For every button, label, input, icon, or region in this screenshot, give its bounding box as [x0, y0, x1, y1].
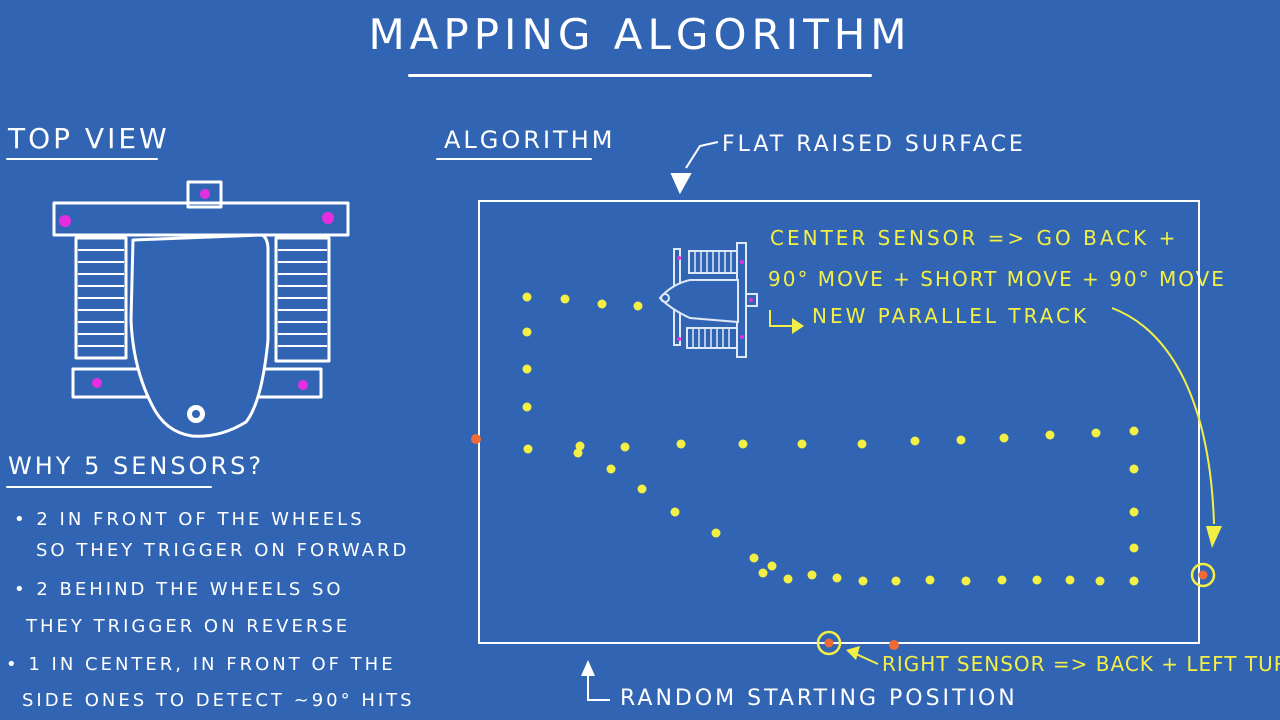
page-title: Mapping Algorithm — [368, 10, 912, 59]
robot-body — [129, 233, 270, 438]
robot-caster — [660, 293, 670, 303]
start-pointer-arrowhead — [581, 660, 595, 676]
robot-wheel-treads — [692, 252, 732, 347]
robot-path — [522, 292, 1139, 586]
surface-pointer-arrowhead — [670, 173, 692, 195]
sensor-hits — [471, 434, 1216, 656]
right-sensor-hit — [824, 638, 834, 648]
why-heading: Why 5 Sensors? — [8, 452, 265, 480]
center-note-curved-arrow — [1111, 307, 1215, 525]
new-track-pointer-arrowhead — [792, 318, 804, 334]
top-view-heading: Top View — [8, 122, 170, 155]
rear-right-sensor — [298, 380, 308, 390]
center-note-line-3: New parallel track — [812, 304, 1090, 328]
robot-chassis — [658, 279, 739, 324]
center-sensor — [200, 189, 210, 199]
bullet-2-line-1: • 2 behind the wheels so — [14, 579, 344, 600]
right-sensor-note: Right sensor => back + left turn — [882, 652, 1280, 676]
right-note-arrowhead — [846, 646, 860, 660]
front-left-sensor — [59, 215, 71, 227]
robot-sensor-mount — [745, 293, 758, 307]
left-wheel — [74, 236, 128, 360]
algorithm-heading: Algorithm — [444, 126, 616, 154]
robot-on-surface — [658, 242, 758, 358]
front-crossbar — [52, 201, 350, 237]
robot-lower-wheel — [686, 327, 738, 349]
robot-upper-wheel — [688, 250, 738, 274]
bullet-3-line-2: side ones to detect ~90° hits — [22, 690, 415, 711]
robot-sensors — [677, 256, 753, 341]
top-view-underline — [6, 158, 158, 160]
new-track-pointer-line — [769, 310, 798, 327]
start-label: Random starting position — [620, 686, 1018, 711]
front-right-sensor — [322, 212, 334, 224]
center-sensor-hit-ring — [1190, 562, 1216, 588]
bullet-3-line-1: • 1 in center, in front of the — [6, 654, 396, 675]
front-center-sensor-mount — [186, 180, 223, 209]
center-note-line-1: Center sensor => go back + — [770, 226, 1179, 250]
wheel-treads — [78, 249, 327, 347]
bottom-edge-hit — [889, 640, 899, 650]
surface-label: Flat raised surface — [722, 132, 1026, 157]
sensors — [59, 189, 334, 390]
algorithm-underline — [436, 158, 592, 160]
center-note-line-2: 90° move + short move + 90° move — [768, 267, 1226, 291]
center-sensor-hit — [1198, 570, 1208, 580]
why-underline — [6, 486, 212, 488]
right-sensor-hit-ring — [816, 630, 842, 656]
right-note-pointer-line — [855, 653, 879, 665]
surface-pointer-line — [685, 141, 719, 169]
title-underline — [408, 74, 872, 77]
bullet-2-line-2: they trigger on reverse — [26, 616, 351, 637]
bullet-1-line-2: so they trigger on forward — [36, 540, 410, 561]
start-pointer-line — [587, 668, 610, 701]
left-edge-hit — [471, 434, 481, 444]
bullet-1-line-1: • 2 in front of the wheels — [14, 509, 365, 530]
rear-left-sensor — [92, 378, 102, 388]
right-wheel — [274, 236, 331, 363]
center-note-arrowhead — [1206, 526, 1222, 548]
